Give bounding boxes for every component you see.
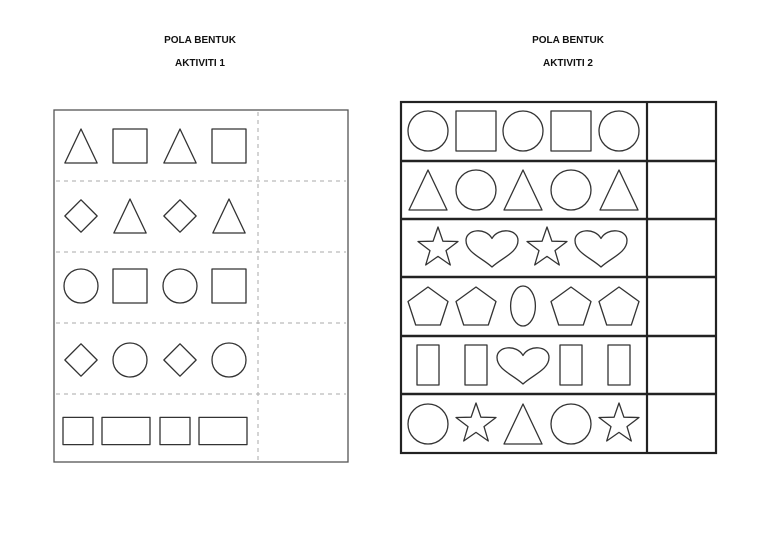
activity2-circle-shape [407, 403, 449, 445]
activity2-tall-rect-shape [607, 344, 631, 386]
activity1-dividers [56, 112, 346, 460]
activity1-circle-shape [162, 268, 198, 304]
activity1-frame [53, 109, 349, 463]
activity1-wide-rect-shape [198, 416, 248, 446]
activity1-small-rect-shape [62, 416, 94, 446]
activity2-triangle-shape [503, 169, 543, 211]
activity2-square-shape [550, 110, 592, 152]
activity2-heart-shape [465, 230, 519, 268]
activity1-square-shape [211, 268, 247, 304]
activity2-circle-shape [502, 110, 544, 152]
activity2-star-shape [598, 402, 640, 442]
activity2-pentagon-shape [455, 286, 497, 326]
activity2-circle-shape [550, 169, 592, 211]
activity2-circle-shape [407, 110, 449, 152]
activity2-tall-rect-shape [559, 344, 583, 386]
activity1-square-shape [211, 128, 247, 164]
activity2-subheading: AKTIVITI 2 [542, 58, 593, 69]
activity2-circle-shape [550, 403, 592, 445]
activity2-star-shape [417, 226, 459, 266]
activity2-triangle-shape [503, 403, 543, 445]
activity1-triangle-shape [64, 128, 98, 164]
activity1-circle-shape [63, 268, 99, 304]
activity2-triangle-shape [408, 169, 448, 211]
activity1-subheading: AKTIVITI 1 [174, 58, 225, 69]
activity2-heart-shape [574, 230, 628, 268]
activity2-heart-shape [496, 347, 550, 385]
activity1-triangle-shape [163, 128, 197, 164]
activity1-diamond-shape [64, 199, 98, 233]
activity2-star-shape [455, 402, 497, 442]
activity1-triangle-shape [113, 198, 147, 234]
activity1-triangle-shape [212, 198, 246, 234]
activity1-square-shape [112, 268, 148, 304]
activity2-circle-shape [598, 110, 640, 152]
activity2-pentagon-shape [550, 286, 592, 326]
activity2-frame [399, 100, 718, 455]
activity2-pentagon-shape [598, 286, 640, 326]
activity2-square-shape [455, 110, 497, 152]
activity1-circle-shape [211, 342, 247, 378]
activity1-small-rect-shape [159, 416, 191, 446]
activity2-heading: POLA BENTUK [532, 35, 604, 46]
activity1-circle-shape [112, 342, 148, 378]
activity1-wide-rect-shape [101, 416, 151, 446]
activity2-oval-shape [509, 285, 537, 327]
activity2-tall-rect-shape [464, 344, 488, 386]
activity2-circle-shape [455, 169, 497, 211]
activity1-diamond-shape [163, 343, 197, 377]
activity2-pentagon-shape [407, 286, 449, 326]
activity2-triangle-shape [599, 169, 639, 211]
activity2-tall-rect-shape [416, 344, 440, 386]
activity2-star-shape [526, 226, 568, 266]
activity1-square-shape [112, 128, 148, 164]
activity1-diamond-shape [64, 343, 98, 377]
activity1-diamond-shape [163, 199, 197, 233]
activity1-heading: POLA BENTUK [164, 35, 236, 46]
